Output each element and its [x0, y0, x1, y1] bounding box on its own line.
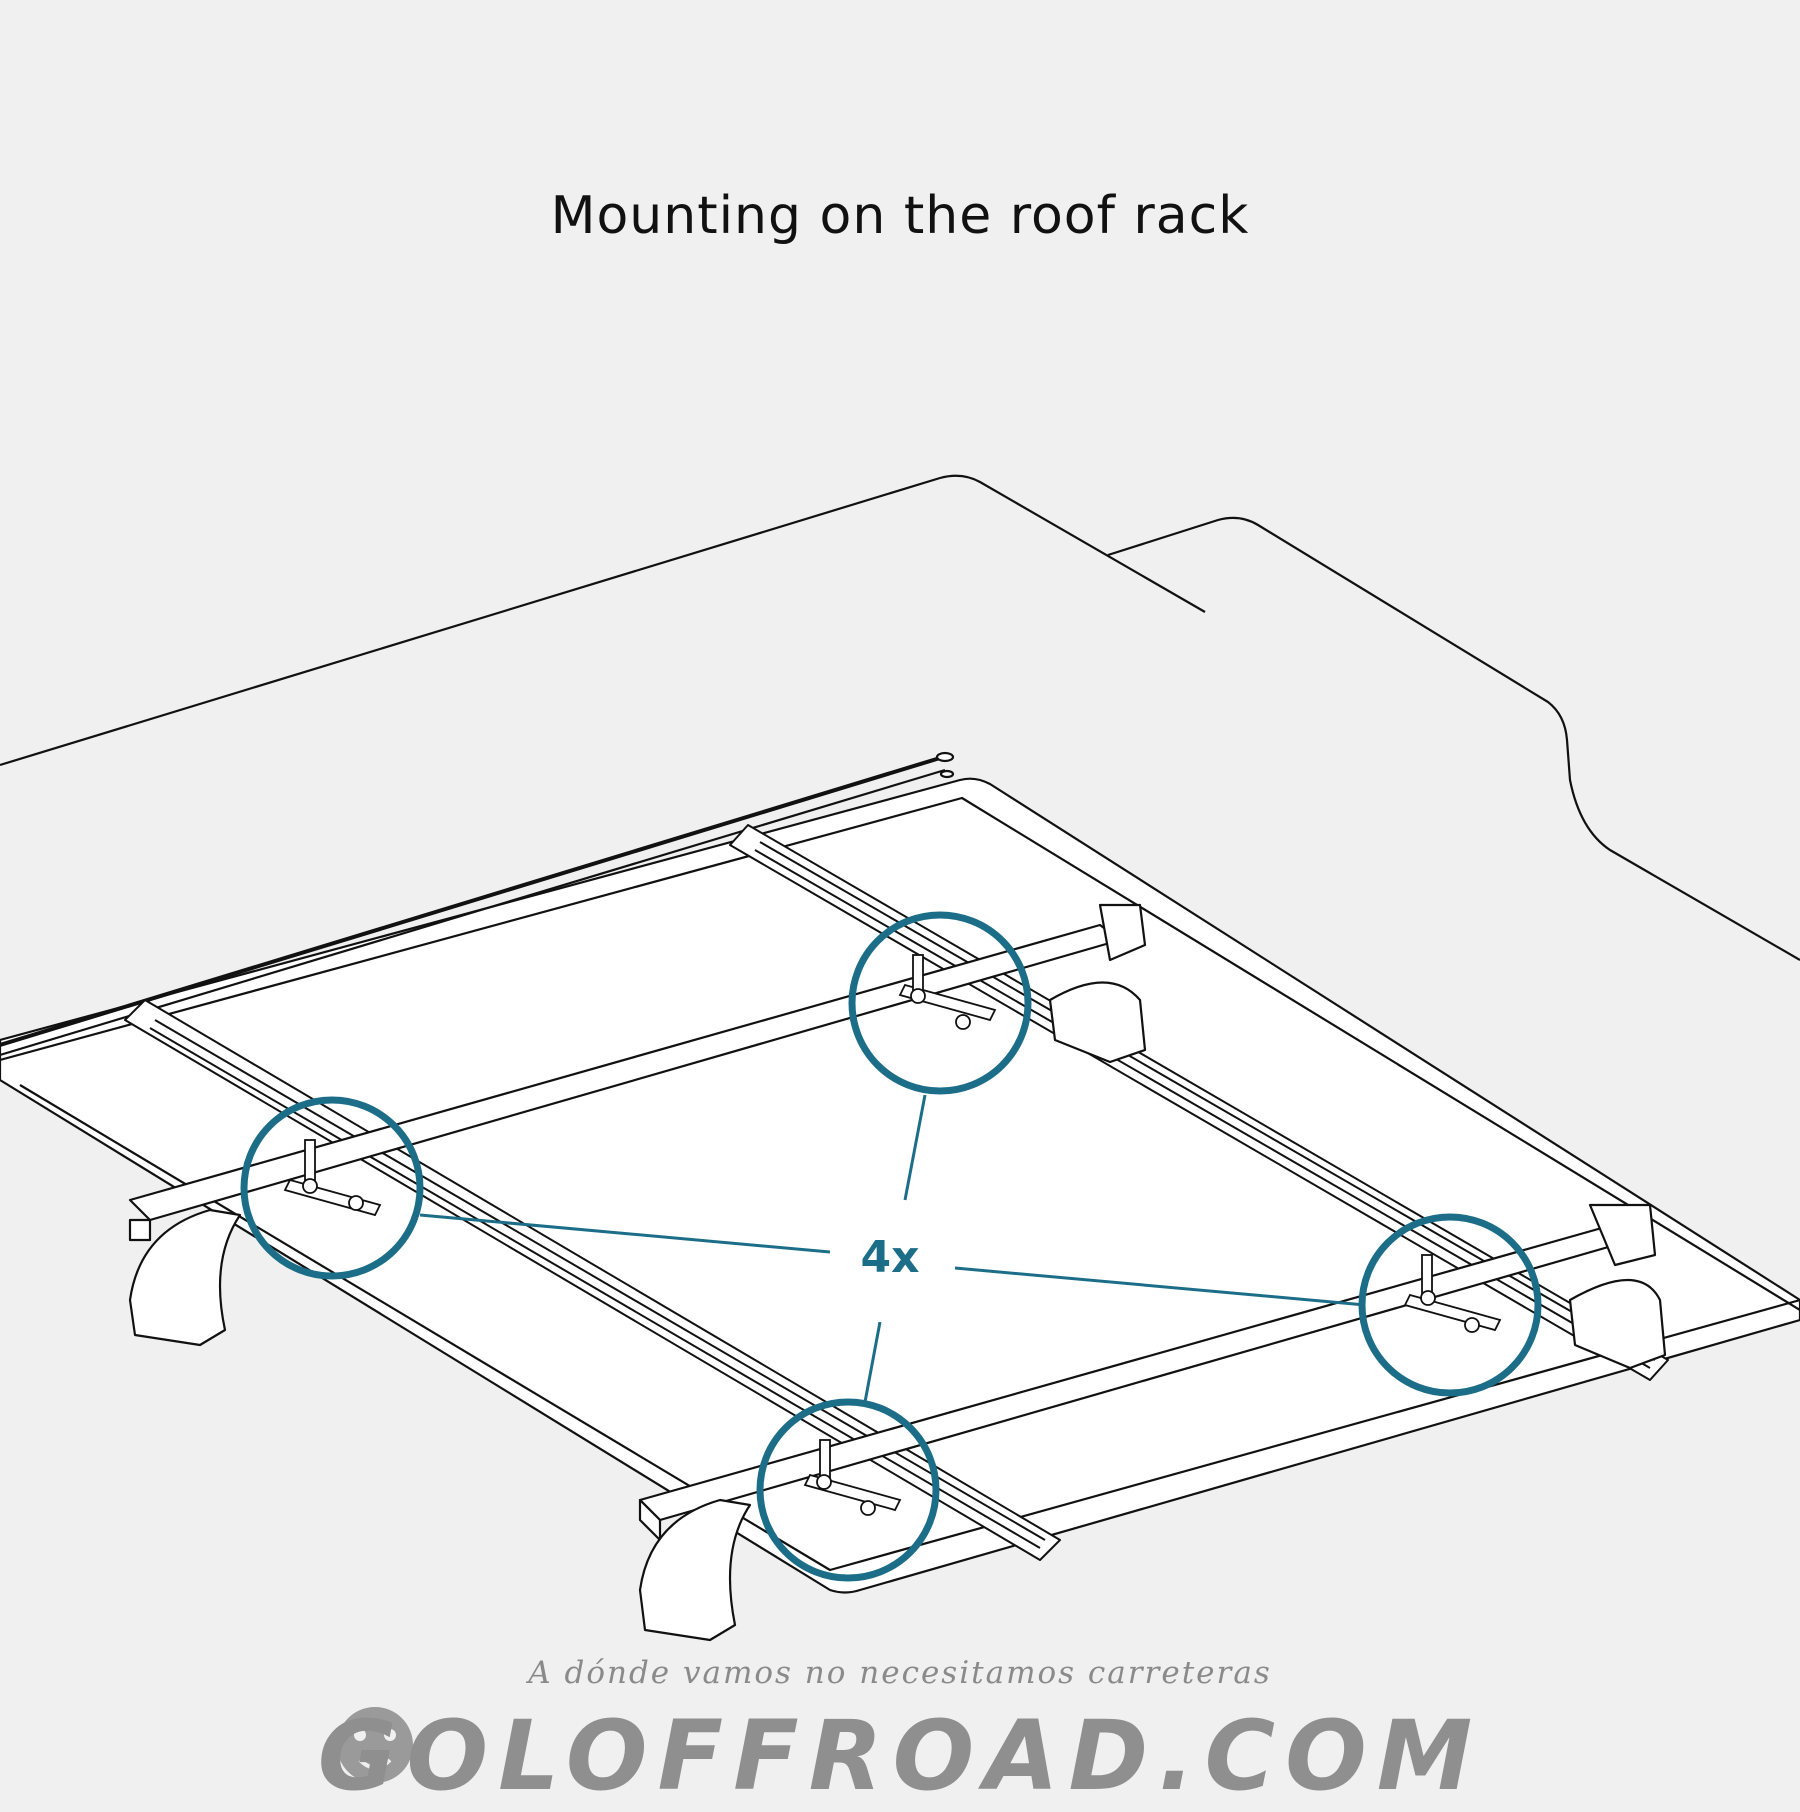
quantity-callout: 4x	[860, 1232, 920, 1283]
highlight-circle-top	[848, 911, 1032, 1095]
bear-logo-icon	[337, 1707, 413, 1783]
mount-bracket-left	[283, 1139, 382, 1217]
bolt-icon	[1464, 1317, 1480, 1333]
cross-bars	[128, 903, 1667, 1642]
mount-bracket-bottom	[803, 1439, 902, 1516]
bolt-icon	[302, 1178, 318, 1194]
mounting-hardware	[283, 954, 1502, 1516]
mount-bracket-right	[1403, 1254, 1502, 1333]
brand-logo-text: GOLOFFROAD.COM	[317, 1700, 1483, 1812]
page-title: Mounting on the roof rack	[550, 186, 1250, 246]
leader-line-bottom	[863, 1321, 882, 1403]
highlight-circle-left	[240, 1096, 424, 1280]
bolt-icon	[816, 1474, 832, 1490]
mount-bracket-top	[898, 954, 997, 1030]
leader-line-right	[954, 1266, 1366, 1307]
bolt-icon	[860, 1500, 876, 1516]
highlight-circle-bottom	[756, 1398, 940, 1582]
callout-markers	[240, 911, 1542, 1582]
leader-line-left	[419, 1213, 831, 1254]
bolt-icon	[910, 988, 926, 1004]
bolt-icon	[1420, 1290, 1436, 1306]
bolt-icon	[955, 1014, 971, 1030]
brand-tagline: A dónde vamos no necesitamos carreteras	[528, 1655, 1272, 1691]
leader-line-top	[903, 1094, 927, 1201]
bolt-icon	[348, 1195, 364, 1211]
